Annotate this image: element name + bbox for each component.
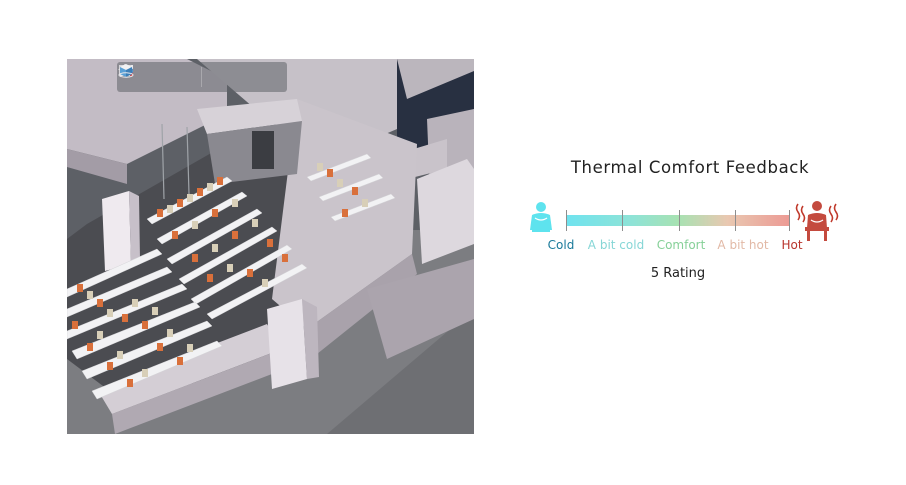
- view-cube-button[interactable]: [118, 64, 279, 88]
- scale-label-cold: Cold: [548, 238, 575, 252]
- scale-label-text: Comfort: [656, 238, 706, 252]
- toolbar-separator: [201, 67, 203, 87]
- scale-label-hot: Hot: [781, 238, 802, 252]
- model-viewport[interactable]: [67, 59, 474, 434]
- scale-tick-a-bit-hot[interactable]: [735, 210, 736, 231]
- cold-person-icon[interactable]: [526, 200, 556, 238]
- scale-label-text: A bit cold: [587, 238, 645, 252]
- view-cube-icon: [118, 64, 134, 78]
- classroom-3d-render: [67, 59, 474, 434]
- scale-tick-a-bit-cold[interactable]: [622, 210, 623, 231]
- scale-tick-comfort[interactable]: [679, 210, 680, 231]
- viewer-toolbar: [117, 62, 287, 92]
- feedback-title: Thermal Comfort Feedback: [570, 158, 810, 177]
- scale-tick-cold[interactable]: [566, 210, 567, 231]
- scale-label-text: A bit hot: [717, 238, 769, 252]
- scale-label-text: Hot: [781, 238, 803, 252]
- scale-label-a-bit-cold: A bit cold: [588, 238, 644, 252]
- scale-tick-hot[interactable]: [789, 210, 790, 231]
- comfort-scale-bar[interactable]: [566, 210, 790, 231]
- hot-person-icon[interactable]: [792, 198, 842, 246]
- home-button[interactable]: [118, 64, 241, 88]
- scale-label-text: Cold: [547, 238, 575, 252]
- rating-count: 5 Rating: [650, 266, 706, 281]
- scale-label-comfort: Comfort: [657, 238, 706, 252]
- info-button[interactable]: [119, 65, 185, 88]
- scale-label-a-bit-hot: A bit hot: [717, 238, 768, 252]
